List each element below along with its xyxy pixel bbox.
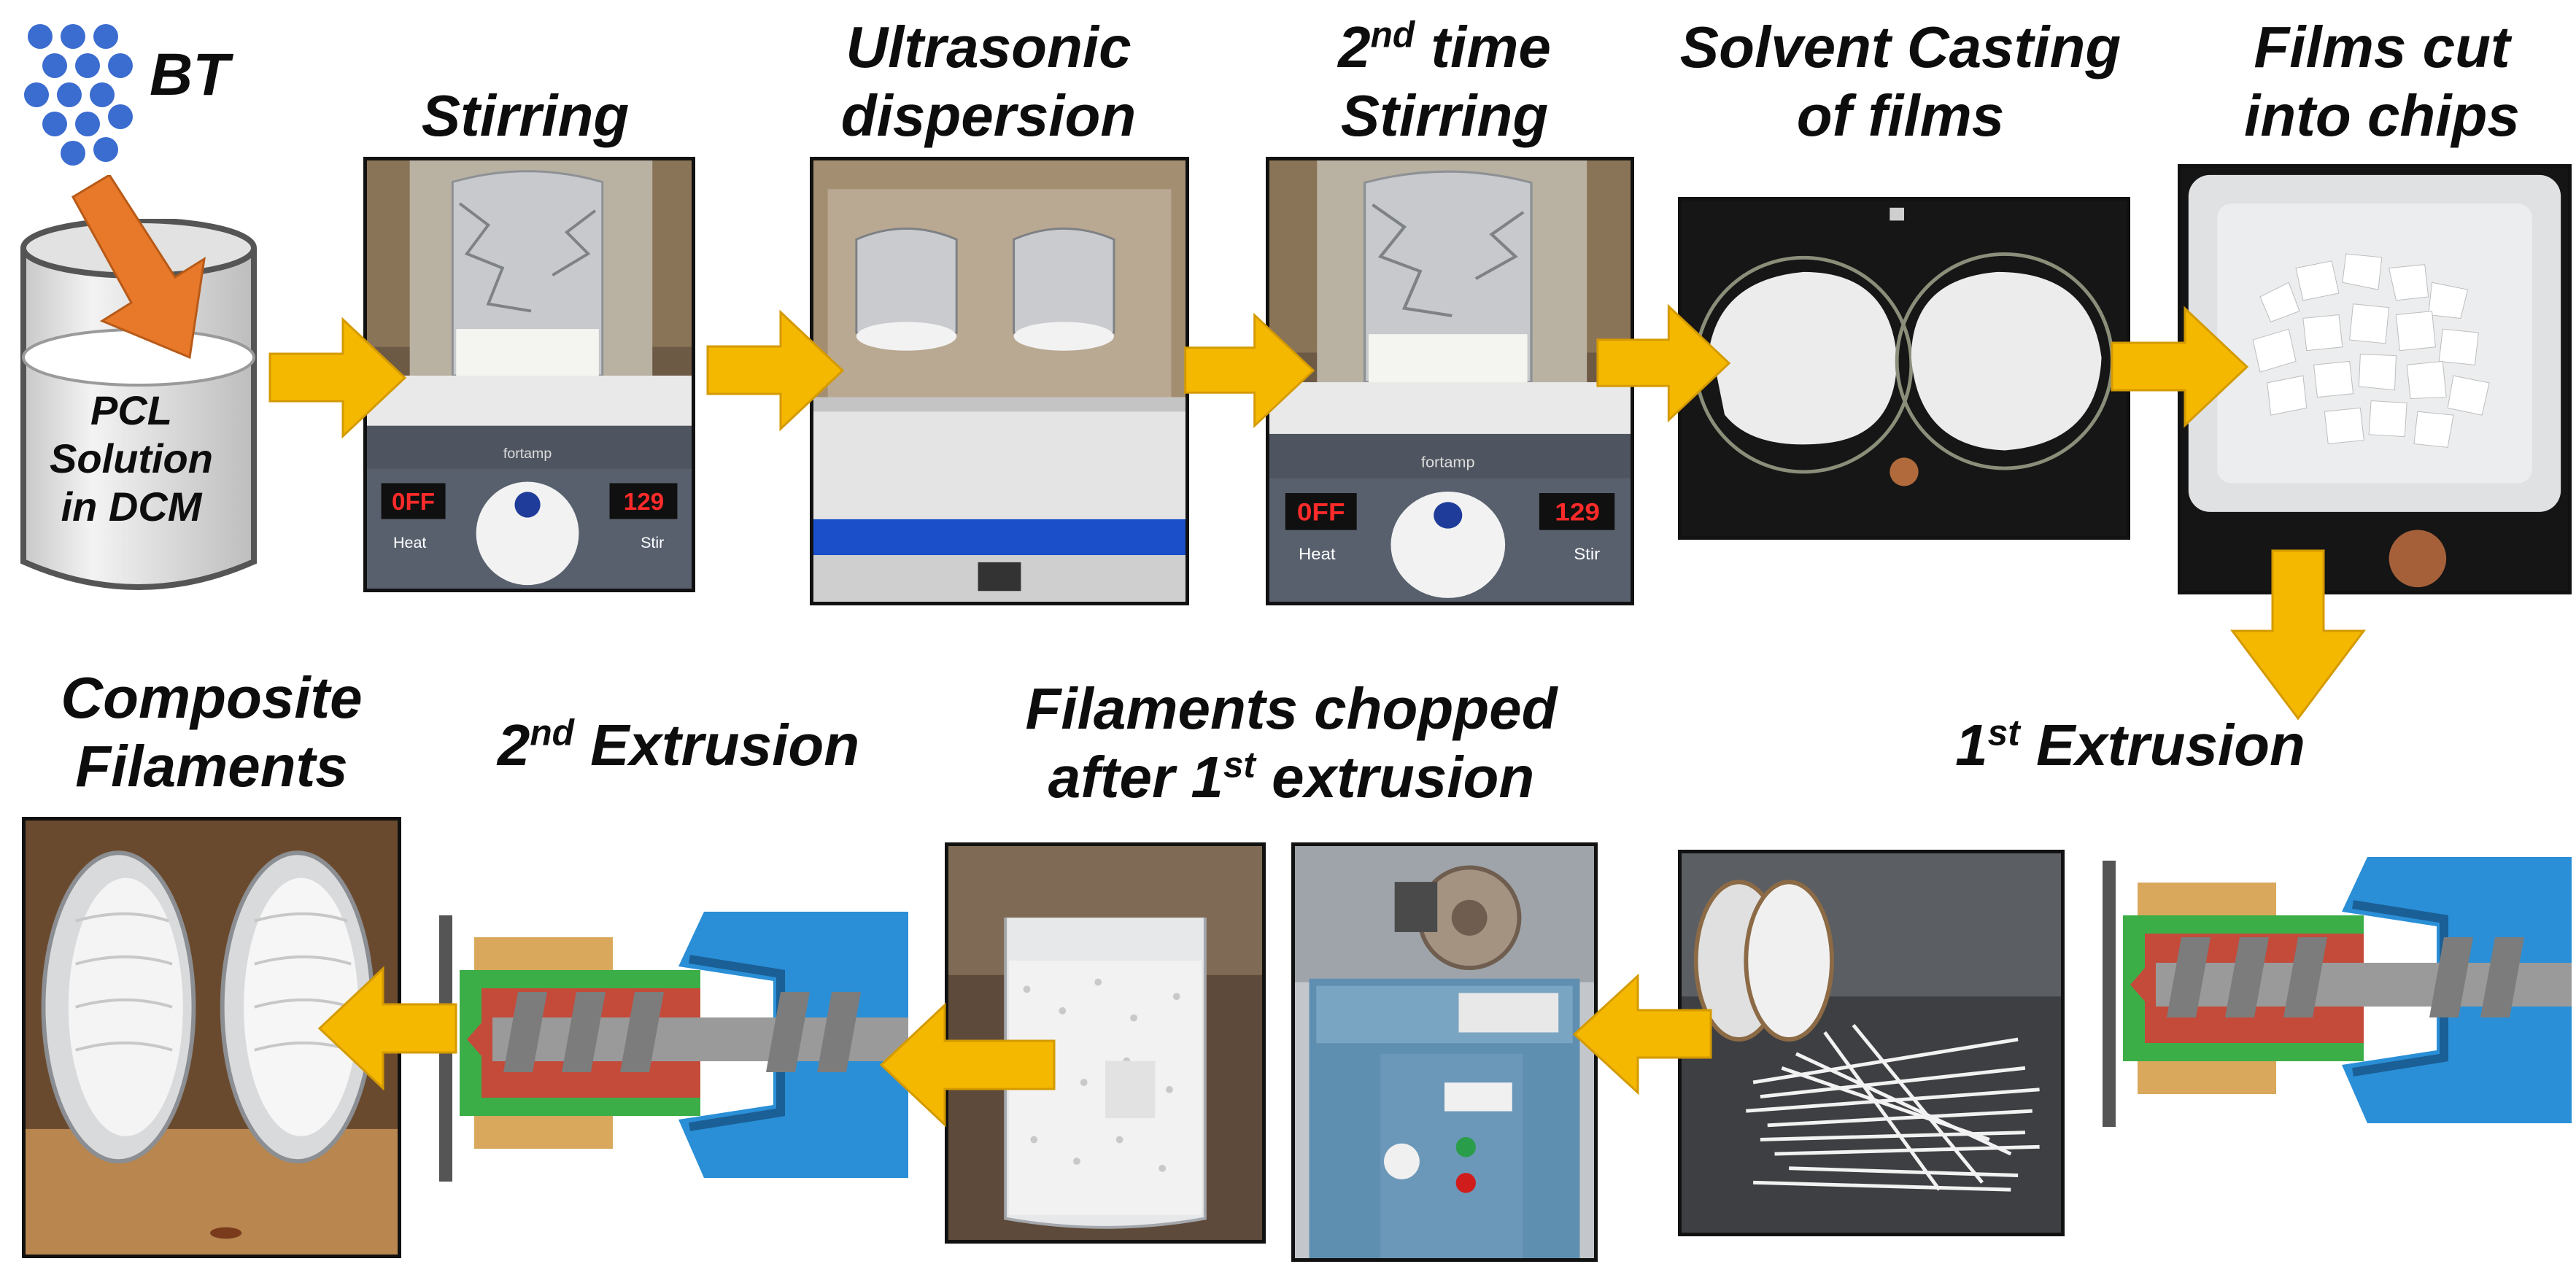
chopped-filaments-photo bbox=[945, 842, 1266, 1244]
stir-stir: Stir bbox=[641, 533, 664, 551]
arrow-beaker-to-stirring bbox=[268, 317, 407, 439]
feed-arrow-icon bbox=[71, 175, 206, 360]
filaments-chopped-label: Filaments chopped after 1st extrusion bbox=[1025, 676, 1558, 810]
stir2-brand: fortamp bbox=[1421, 454, 1475, 470]
ultrasonic-photo bbox=[810, 157, 1189, 605]
arrow-ultrasonic-to-second-stirring bbox=[1184, 312, 1315, 429]
arrow-chips-down-to-extrusion bbox=[2230, 549, 2366, 721]
stir2-stir: Stir bbox=[1574, 545, 1600, 563]
stir-display-off: 0FF bbox=[392, 489, 435, 516]
arrow-extruder-to-composite bbox=[317, 966, 457, 1091]
stir-brand: fortamp bbox=[503, 446, 552, 462]
stirring-photo: 0FF 129 fortamp Heat Stir bbox=[363, 157, 695, 592]
bt-particles bbox=[24, 24, 133, 166]
pcl-solution-label: PCL Solution in DCM bbox=[50, 387, 213, 530]
stir2-display-rpm: 129 bbox=[1555, 498, 1600, 527]
second-stirring-photo: 0FF 129 fortamp Heat Stir bbox=[1266, 157, 1634, 605]
composite-filaments-photo bbox=[22, 817, 401, 1258]
first-extruder-diagram bbox=[2103, 857, 2572, 1127]
arrow-extrusion-to-chopper bbox=[1572, 973, 1712, 1096]
bt-label: BT bbox=[150, 42, 230, 108]
solvent-casting-photo bbox=[1678, 197, 2130, 540]
arrow-stirring-to-ultrasonic bbox=[706, 309, 845, 432]
stir2-heat: Heat bbox=[1299, 545, 1336, 563]
film-chips-photo bbox=[2178, 164, 2572, 594]
arrow-casting-to-chips bbox=[2111, 306, 2249, 428]
second-stirring-label: 2nd time Stirring bbox=[1338, 14, 1551, 149]
second-extruder-diagram bbox=[439, 912, 908, 1182]
second-extrusion-label: 2nd Extrusion bbox=[497, 712, 860, 778]
stir-heat: Heat bbox=[393, 533, 426, 551]
arrow-chopped-to-second-extruder bbox=[879, 1002, 1056, 1128]
chopper-machine-photo bbox=[1291, 842, 1598, 1262]
stirring-label: Stirring bbox=[421, 83, 630, 148]
first-extrusion-label: 1st Extrusion bbox=[1955, 712, 2305, 778]
first-extrusion-photo bbox=[1678, 850, 2065, 1236]
stir-display-rpm: 129 bbox=[624, 489, 664, 516]
arrow-second-stirring-to-casting bbox=[1596, 303, 1731, 423]
stir2-display-off: 0FF bbox=[1297, 498, 1345, 527]
